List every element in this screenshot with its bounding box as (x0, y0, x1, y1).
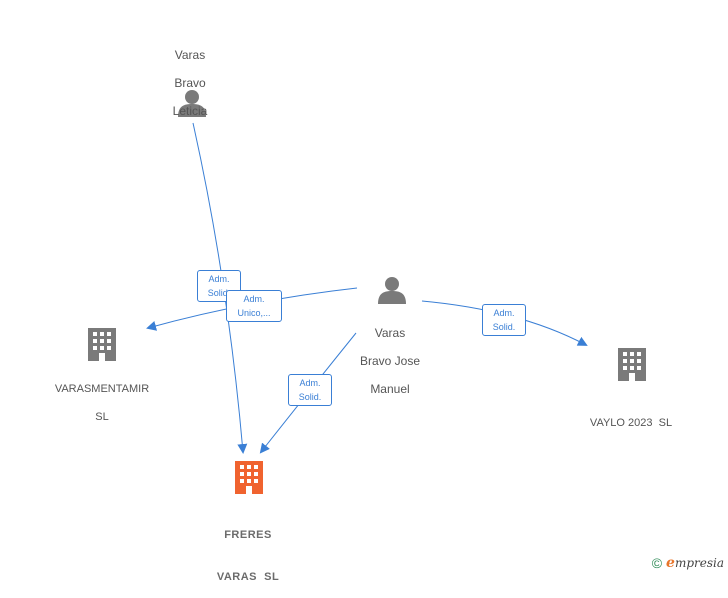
edge-label-jose-freres[interactable]: Adm. Solid. (288, 374, 332, 406)
edge-label-line: Adm. (493, 308, 515, 318)
node-label-line: Leticia (172, 104, 208, 118)
watermark: © empresia (652, 555, 724, 571)
node-label-line: Bravo Jose (359, 354, 421, 368)
edge-label-jose-vaylo[interactable]: Adm. Solid. (482, 304, 526, 336)
relationship-graph (88, 90, 646, 494)
person-icon-jose-manuel[interactable] (378, 277, 406, 304)
brand-logo: empresia (666, 555, 724, 571)
node-label-vaylo[interactable]: VAYLO 2023 SL (575, 388, 687, 444)
node-label-jose-manuel[interactable]: Varas Bravo Jose Manuel (345, 312, 435, 410)
edge-label-line: Solid. (207, 288, 231, 298)
node-label-line: Bravo (174, 76, 206, 90)
edge-label-jose-varasmentamir[interactable]: Adm. Unico,... (226, 290, 282, 322)
node-label-leticia[interactable]: Varas Bravo Leticia (150, 34, 230, 132)
brand-name: mpresia (674, 556, 724, 570)
person-icon-leticia[interactable] (178, 90, 206, 117)
node-label-line: VARAS SL (216, 571, 280, 583)
node-label-line: SL (95, 411, 109, 423)
node-label-line: FRERES (224, 529, 272, 541)
node-label-varasmentamir[interactable]: VARASMENTAMIR SL (40, 368, 164, 438)
node-label-line: Varas (374, 326, 406, 340)
edge-label-line: Solid. (492, 322, 516, 332)
edge-label-line: Solid. (298, 392, 322, 402)
edge-label-leticia-freres[interactable]: Adm. Solid. (197, 270, 241, 302)
building-icon-freres[interactable] (235, 461, 263, 494)
building-icon-vaylo[interactable] (618, 348, 646, 381)
node-label-line: VARASMENTAMIR (54, 383, 150, 395)
node-label-line: Manuel (370, 382, 410, 396)
node-label-line: Varas (174, 48, 206, 62)
building-icon-varasmentamir[interactable] (88, 328, 116, 361)
edge-label-line: Adm. (299, 378, 321, 388)
node-label-line: VAYLO 2023 SL (589, 417, 673, 429)
copyright-symbol: © (651, 555, 663, 571)
edge-label-line: Adm. (243, 294, 265, 304)
node-label-freres[interactable]: FRERES VARAS SL (198, 500, 298, 598)
edge-label-line: Adm. (208, 274, 230, 284)
brand-initial: e (666, 555, 675, 571)
edge-label-line: Unico,... (237, 308, 271, 318)
